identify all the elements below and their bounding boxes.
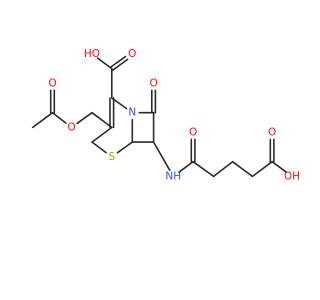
atom-label-cooh-carbonyl: O: [128, 48, 136, 60]
atom-label-nh-amide: NH: [165, 170, 181, 182]
single-bond: [91, 111, 113, 129]
double-bond-line: [109, 55, 127, 68]
single-bond: [91, 141, 107, 154]
single-bond: [111, 97, 128, 110]
single-bond: [152, 141, 171, 172]
atom-label-o-acid-carbonyl: O: [268, 126, 276, 138]
bonds: [31, 55, 288, 178]
chemical-structure-diagram: O O HO O N O S NH O O OH: [31, 48, 300, 182]
single-bond: [192, 160, 215, 178]
atom-labels: O O HO O N O S NH O O OH: [48, 48, 300, 182]
single-bond: [31, 111, 54, 129]
double-bond-line: [112, 58, 129, 71]
atom-label-o-amide: O: [189, 126, 197, 138]
single-bond: [271, 160, 288, 173]
atom-label-s-ring: S: [108, 151, 115, 163]
single-bond: [178, 160, 194, 173]
single-bond: [91, 126, 113, 143]
single-bond: [231, 160, 254, 178]
single-bond: [212, 160, 234, 178]
atom-label-o-ester: O: [67, 121, 75, 133]
atom-label-o-ac-carbonyl: O: [48, 77, 56, 89]
single-bond: [116, 141, 134, 154]
single-bond: [51, 111, 67, 124]
atom-label-cooh-oh: HO: [84, 48, 100, 60]
atom-label-n-ring: N: [128, 107, 136, 119]
single-bond: [251, 160, 273, 178]
atom-label-o-lactam: O: [149, 77, 157, 89]
atom-label-oh-acid: OH: [284, 170, 300, 182]
single-bond: [96, 57, 113, 70]
single-bond: [76, 111, 93, 125]
